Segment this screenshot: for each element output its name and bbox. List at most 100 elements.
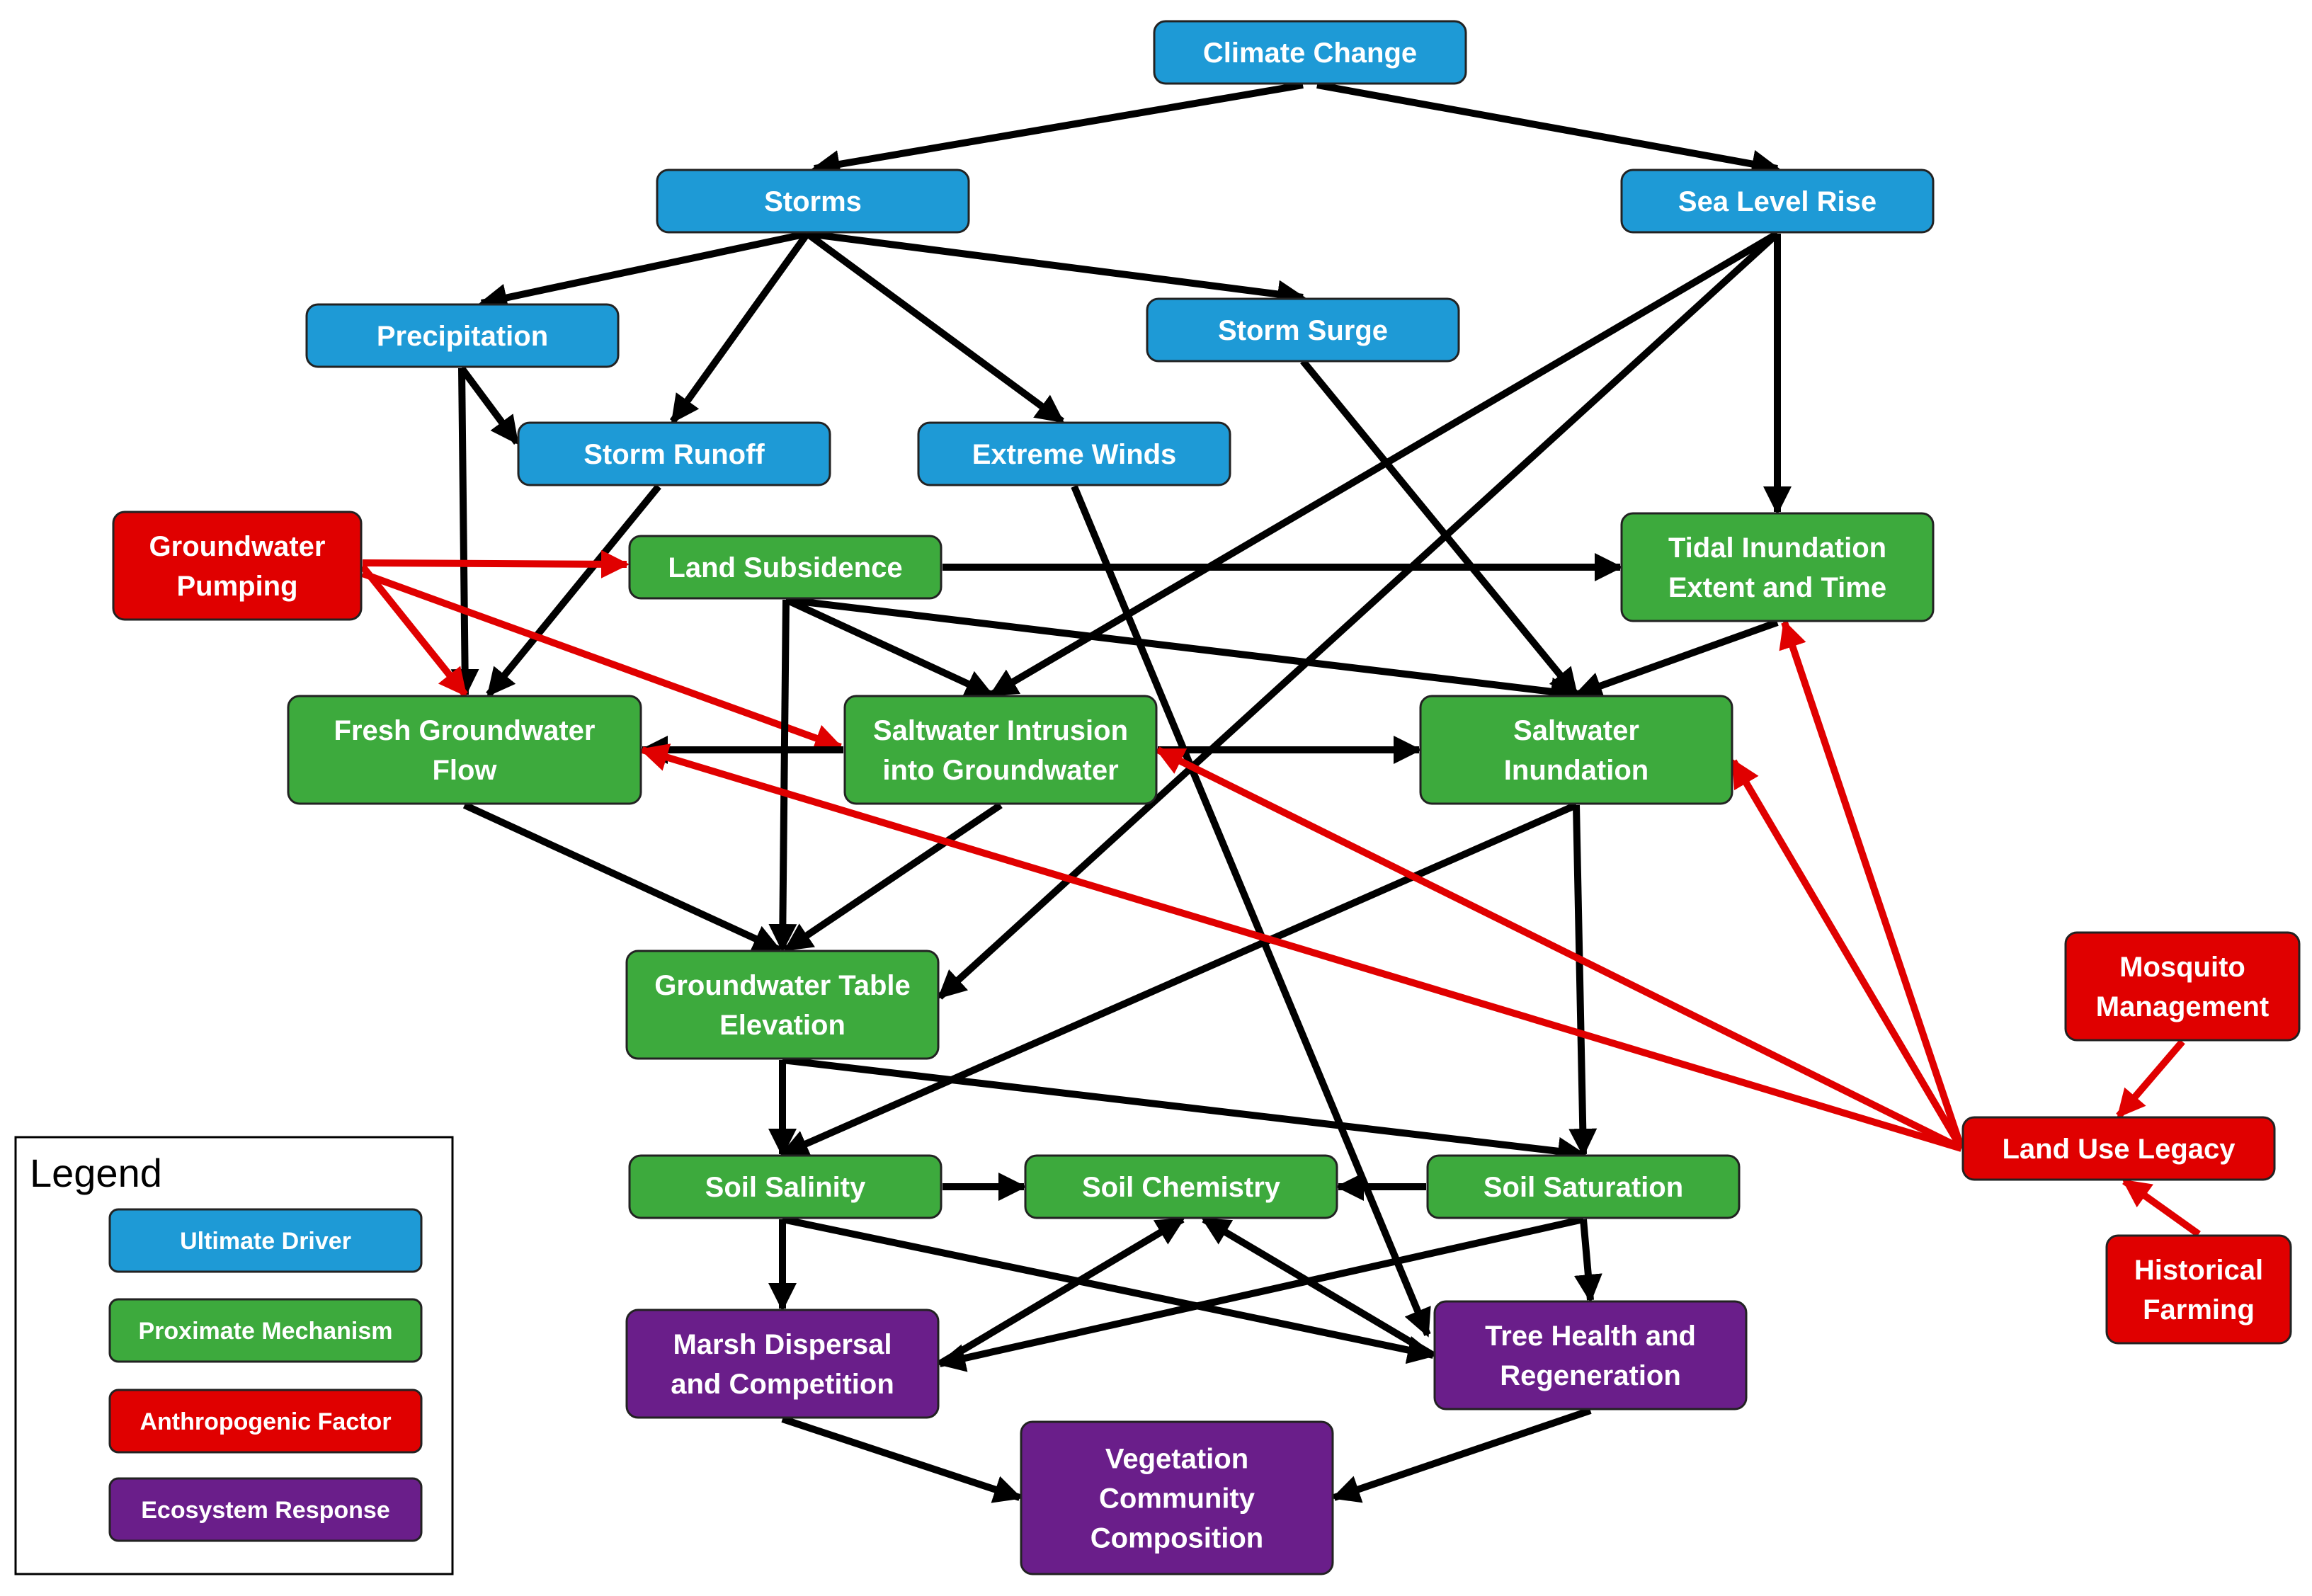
arrow-marsh-dispersal-to-vegetation [781,1415,1023,1503]
node-label: Groundwater Table [654,970,911,1001]
node-box [656,169,970,234]
arrow-mosquito-to-land-use-legacy [2116,1039,2185,1119]
node-climate-change: Climate Change [1153,20,1467,85]
legend-swatch [108,1477,423,1542]
node-box [625,950,940,1060]
legend-label: Ecosystem Response [141,1497,390,1524]
node-label: Regeneration [1500,1360,1681,1391]
arrow-saltwater-inundation-to-soil-salinity [780,802,1578,1158]
node-label: into Groundwater [882,755,1118,786]
node-label: Tree Health and [1485,1321,1696,1352]
arrow-land-subsidence-to-saltwater-intrusion [784,596,994,698]
node-label: Composition [1090,1523,1263,1554]
node-soil-salinity: Soil Salinity [628,1154,943,1219]
node-label: Inundation [1504,755,1648,786]
node-label: Saltwater [1513,715,1639,746]
edges-layer [360,81,2201,1503]
arrow-climate-change-to-storms [812,81,1304,178]
node-label: Historical [2134,1255,2263,1286]
arrow-groundwater-pumping-to-land-subsidence [362,549,630,578]
node-soil-chemistry: Soil Chemistry [1024,1154,1338,1219]
legend-title: Legend [30,1151,162,1195]
node-label: Land Subsidence [668,552,902,583]
node-label: Mosquito [2119,952,2245,983]
arrow-land-use-legacy-to-tidal-inundation [1779,620,1965,1150]
legend-item-anthropogenic-factor: Anthropogenic Factor [108,1389,423,1454]
arrow-soil-saturation-to-tree-health [1573,1219,1602,1303]
arrow-tree-health-to-soil-chemistry [1201,1216,1435,1359]
node-label: Saltwater Intrusion [873,715,1128,746]
arrow-storms-to-extreme-winds [805,230,1065,425]
legend-label: Proximate Mechanism [138,1318,392,1345]
node-box [1961,1116,2276,1181]
node-label: Flow [432,755,497,786]
legend-item-proximate-mechanism: Proximate Mechanism [108,1298,423,1363]
node-label: Precipitation [377,321,548,352]
node-box [112,511,363,621]
node-box [287,695,642,805]
arrow-tree-health-to-vegetation [1331,1407,1592,1503]
node-box [1426,1154,1741,1219]
node-label: Storms [764,186,862,217]
arrow-historical-farming-to-land-use-legacy [2122,1178,2201,1238]
node-box [1620,169,1935,234]
node-label: Pumping [176,571,297,602]
node-label: Farming [2143,1294,2255,1326]
legend-swatch [108,1208,423,1273]
node-label: Extreme Winds [972,439,1177,470]
arrow-precipitation-to-fresh-groundwater [450,367,479,697]
node-box [625,1309,940,1419]
arrow-storms-to-storm-surge [807,230,1306,309]
node-box [1146,297,1460,363]
arrow-precipitation-to-storm-runoff [458,366,520,445]
node-box [517,421,831,486]
node-label: Marsh Dispersal [673,1329,892,1360]
arrow-marsh-dispersal-to-soil-chemistry [938,1216,1185,1367]
arrow-storm-runoff-to-fresh-groundwater [486,484,661,697]
node-box [917,421,1231,486]
arrow-fresh-groundwater-to-groundwater-table [462,802,782,953]
node-storm-runoff: Storm Runoff [517,421,831,486]
arrow-land-use-legacy-to-fresh-groundwater [639,743,1963,1152]
arrow-land-subsidence-to-groundwater-table [768,599,797,952]
arrow-extreme-winds-to-tree-health [1071,485,1431,1338]
legend-label: Anthropogenic Factor [139,1408,391,1435]
arrow-tidal-inundation-to-saltwater-inundation [1573,619,1779,700]
node-box [1020,1420,1334,1575]
node-land-use-legacy: Land Use Legacy [1961,1116,2276,1181]
node-label: Sea Level Rise [1678,186,1877,217]
legend-item-ecosystem-response: Ecosystem Response [108,1477,423,1542]
legend-swatch [108,1389,423,1454]
node-sea-level-rise: Sea Level Rise [1620,169,1935,234]
legend-item-ultimate-driver: Ultimate Driver [108,1208,423,1273]
node-label: Fresh Groundwater [334,715,596,746]
arrow-storms-to-precipitation [479,230,809,312]
node-precipitation: Precipitation [305,303,620,368]
node-box [1153,20,1467,85]
node-box [1024,1154,1338,1219]
arrow-groundwater-pumping-to-fresh-groundwater [360,564,468,697]
node-label: Soil Saturation [1484,1172,1683,1203]
node-label: Storm Runoff [583,439,765,470]
legend-swatch [108,1298,423,1363]
node-label: Groundwater [149,531,326,562]
arrow-storm-surge-to-saltwater-inundation [1300,358,1579,697]
arrow-soil-saturation-to-marsh-dispersal [937,1216,1585,1372]
node-label: Community [1099,1483,1255,1515]
legend-label: Ultimate Driver [180,1228,351,1255]
node-saltwater-intrusion: Saltwater Intrusion into Groundwater [843,695,1158,805]
arrow-land-use-legacy-to-saltwater-inundation [1730,758,1965,1151]
